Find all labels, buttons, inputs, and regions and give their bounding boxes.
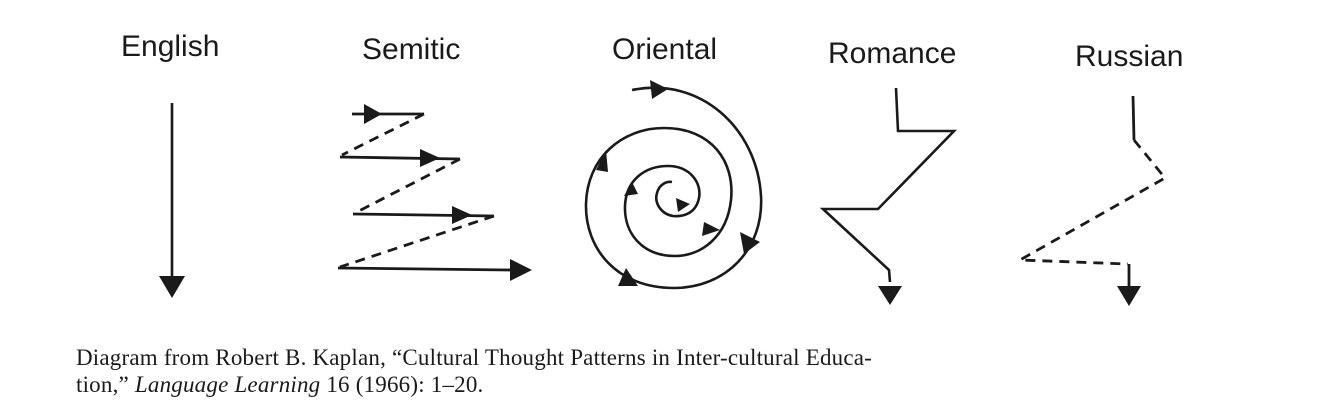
caption-line-2-prefix: tion,”	[76, 372, 135, 397]
english-path	[159, 103, 185, 298]
label-romance: Romance	[828, 37, 957, 70]
semitic-path	[337, 104, 532, 281]
oriental-path	[584, 80, 763, 290]
caption-line-1: Diagram from Robert B. Kaplan, “Cultural…	[76, 345, 873, 370]
romance-path	[819, 87, 958, 305]
figure-caption: Diagram from Robert B. Kaplan, “Cultural…	[76, 344, 1256, 398]
label-oriental: Oriental	[612, 33, 718, 66]
caption-journal-title: Language Learning	[134, 372, 321, 397]
russian-path	[1015, 95, 1168, 306]
label-english: English	[121, 30, 220, 63]
caption-line-2: tion,” Language Learning 16 (1966): 1–20…	[76, 371, 1256, 398]
label-russian: Russian	[1075, 40, 1184, 73]
caption-line-2-suffix: 16 (1966): 1–20.	[320, 372, 484, 397]
diagram-drawing	[159, 80, 1168, 306]
label-semitic: Semitic	[362, 33, 461, 66]
